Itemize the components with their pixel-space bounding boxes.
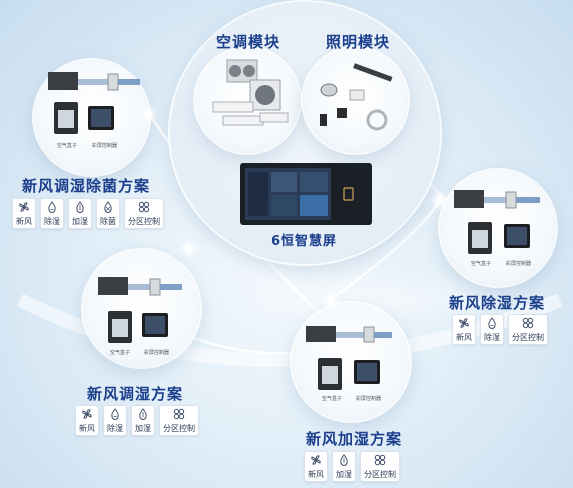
scheme-4-circle bbox=[440, 170, 556, 286]
scheme-4-devices bbox=[454, 190, 540, 254]
feature-tag-label: 除菌 bbox=[100, 217, 116, 226]
dehumidify-drop-icon bbox=[486, 317, 498, 331]
scheme-2-title: 新风调湿方案 bbox=[87, 385, 184, 403]
feature-tag-label: 加湿 bbox=[72, 217, 88, 226]
scheme-2-caption-1: 彩屏控制器 bbox=[144, 350, 170, 356]
orbit-node bbox=[436, 197, 443, 204]
ac-module-title: 空调模块 bbox=[216, 33, 281, 51]
scheme-3-title: 新风加湿方案 bbox=[306, 430, 403, 448]
smart-screen-title: 6恒智慧屏 bbox=[271, 234, 338, 249]
feature-tag-label: 新风 bbox=[16, 217, 32, 226]
fan-icon bbox=[18, 201, 30, 215]
scheme-2-caption-0: 空气盒子 bbox=[110, 350, 131, 356]
scheme-1-caption-0: 空气盒子 bbox=[57, 143, 78, 149]
feature-tag: 新风 bbox=[304, 451, 328, 482]
scheme-1-title: 新风调湿除菌方案 bbox=[22, 177, 151, 195]
feature-tag: 分区控制 bbox=[508, 314, 548, 345]
feature-tag: 新风 bbox=[452, 314, 476, 345]
orbit-node bbox=[185, 245, 192, 252]
orbit-node bbox=[145, 110, 152, 117]
scheme-4-caption-0: 空气盒子 bbox=[471, 261, 492, 267]
feature-tag-label: 分区控制 bbox=[512, 333, 544, 342]
zone-control-icon bbox=[522, 317, 534, 331]
scheme-3-caption-1: 彩屏控制器 bbox=[356, 396, 382, 402]
humidify-drop-icon bbox=[74, 201, 86, 215]
scheme-3-caption-0: 空气盒子 bbox=[322, 396, 343, 402]
scheme-2-tags: 新风 除湿 加湿 分区控制 bbox=[75, 405, 199, 436]
feature-tag: 分区控制 bbox=[360, 451, 400, 482]
feature-tag-label: 除湿 bbox=[107, 424, 123, 433]
feature-tag: 分区控制 bbox=[124, 198, 164, 229]
sterilize-drop-icon bbox=[102, 201, 114, 215]
fan-icon bbox=[310, 454, 322, 468]
feature-tag-label: 加湿 bbox=[336, 470, 352, 479]
feature-tag-label: 分区控制 bbox=[364, 470, 396, 479]
scheme-1-devices bbox=[48, 72, 140, 134]
humidify-drop-icon bbox=[137, 408, 149, 422]
feature-tag: 加湿 bbox=[131, 405, 155, 436]
lighting-module-title: 照明模块 bbox=[326, 33, 391, 51]
feature-tag: 除湿 bbox=[40, 198, 64, 229]
feature-tag: 加湿 bbox=[68, 198, 92, 229]
feature-tag-label: 新风 bbox=[308, 470, 324, 479]
lighting-devices-image bbox=[320, 63, 393, 131]
feature-tag-label: 分区控制 bbox=[163, 424, 195, 433]
feature-tag-label: 新风 bbox=[456, 333, 472, 342]
zone-control-icon bbox=[138, 201, 150, 215]
scheme-3-devices bbox=[306, 326, 392, 390]
fan-icon bbox=[458, 317, 470, 331]
feature-tag: 除湿 bbox=[103, 405, 127, 436]
scheme-1-caption-1: 彩屏控制器 bbox=[92, 143, 118, 149]
feature-tag: 除湿 bbox=[480, 314, 504, 345]
feature-tag-label: 分区控制 bbox=[128, 217, 160, 226]
scheme-4-caption-1: 彩屏控制器 bbox=[506, 261, 532, 267]
feature-tag-label: 新风 bbox=[79, 424, 95, 433]
scheme-2-devices bbox=[98, 277, 182, 343]
dehumidify-drop-icon bbox=[46, 201, 58, 215]
dehumidify-drop-icon bbox=[109, 408, 121, 422]
scheme-1-tags: 新风 除湿 加湿 除菌 分区控制 bbox=[12, 198, 164, 229]
scheme-3-tags: 新风 加湿 分区控制 bbox=[304, 451, 400, 482]
feature-tag-label: 除湿 bbox=[44, 217, 60, 226]
fan-icon bbox=[81, 408, 93, 422]
orbit-node bbox=[327, 297, 334, 304]
scheme-4-title: 新风除湿方案 bbox=[449, 294, 546, 312]
feature-tag-label: 除湿 bbox=[484, 333, 500, 342]
feature-tag-label: 加湿 bbox=[135, 424, 151, 433]
humidify-drop-icon bbox=[338, 454, 350, 468]
scheme-2-circle bbox=[83, 250, 200, 367]
ac-units-image bbox=[212, 59, 289, 126]
zone-control-icon bbox=[173, 408, 185, 422]
feature-tag: 新风 bbox=[75, 405, 99, 436]
smart-screen-image bbox=[240, 163, 372, 225]
feature-tag: 加湿 bbox=[332, 451, 356, 482]
scheme-3-circle bbox=[292, 303, 410, 421]
scheme-4-tags: 新风 除湿 分区控制 bbox=[452, 314, 548, 345]
feature-tag: 分区控制 bbox=[159, 405, 199, 436]
feature-tag: 除菌 bbox=[96, 198, 120, 229]
zone-control-icon bbox=[374, 454, 386, 468]
feature-tag: 新风 bbox=[12, 198, 36, 229]
